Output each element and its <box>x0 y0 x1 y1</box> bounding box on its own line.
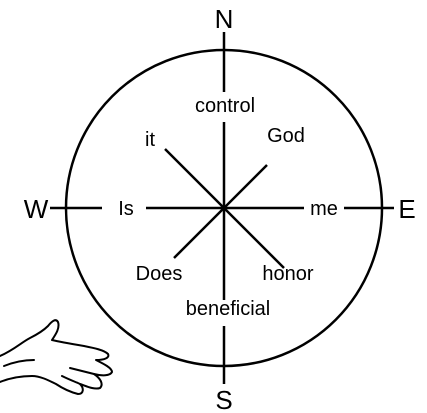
word-lower-right: honor <box>262 263 313 285</box>
word-lower-left: Does <box>136 263 183 285</box>
word-left: Is <box>118 198 134 220</box>
south-label: S <box>215 385 232 413</box>
diagonal-spoke-ne-sw <box>174 165 267 258</box>
word-right: me <box>310 198 338 220</box>
word-bottom: beneficial <box>186 298 271 320</box>
pointing-hand-icon <box>0 320 112 394</box>
word-upper-left: it <box>145 129 155 151</box>
west-label: W <box>24 194 49 224</box>
north-label: N <box>215 4 234 34</box>
word-top: control <box>195 95 255 117</box>
east-label: E <box>398 194 415 224</box>
word-upper-right: God <box>267 125 305 147</box>
